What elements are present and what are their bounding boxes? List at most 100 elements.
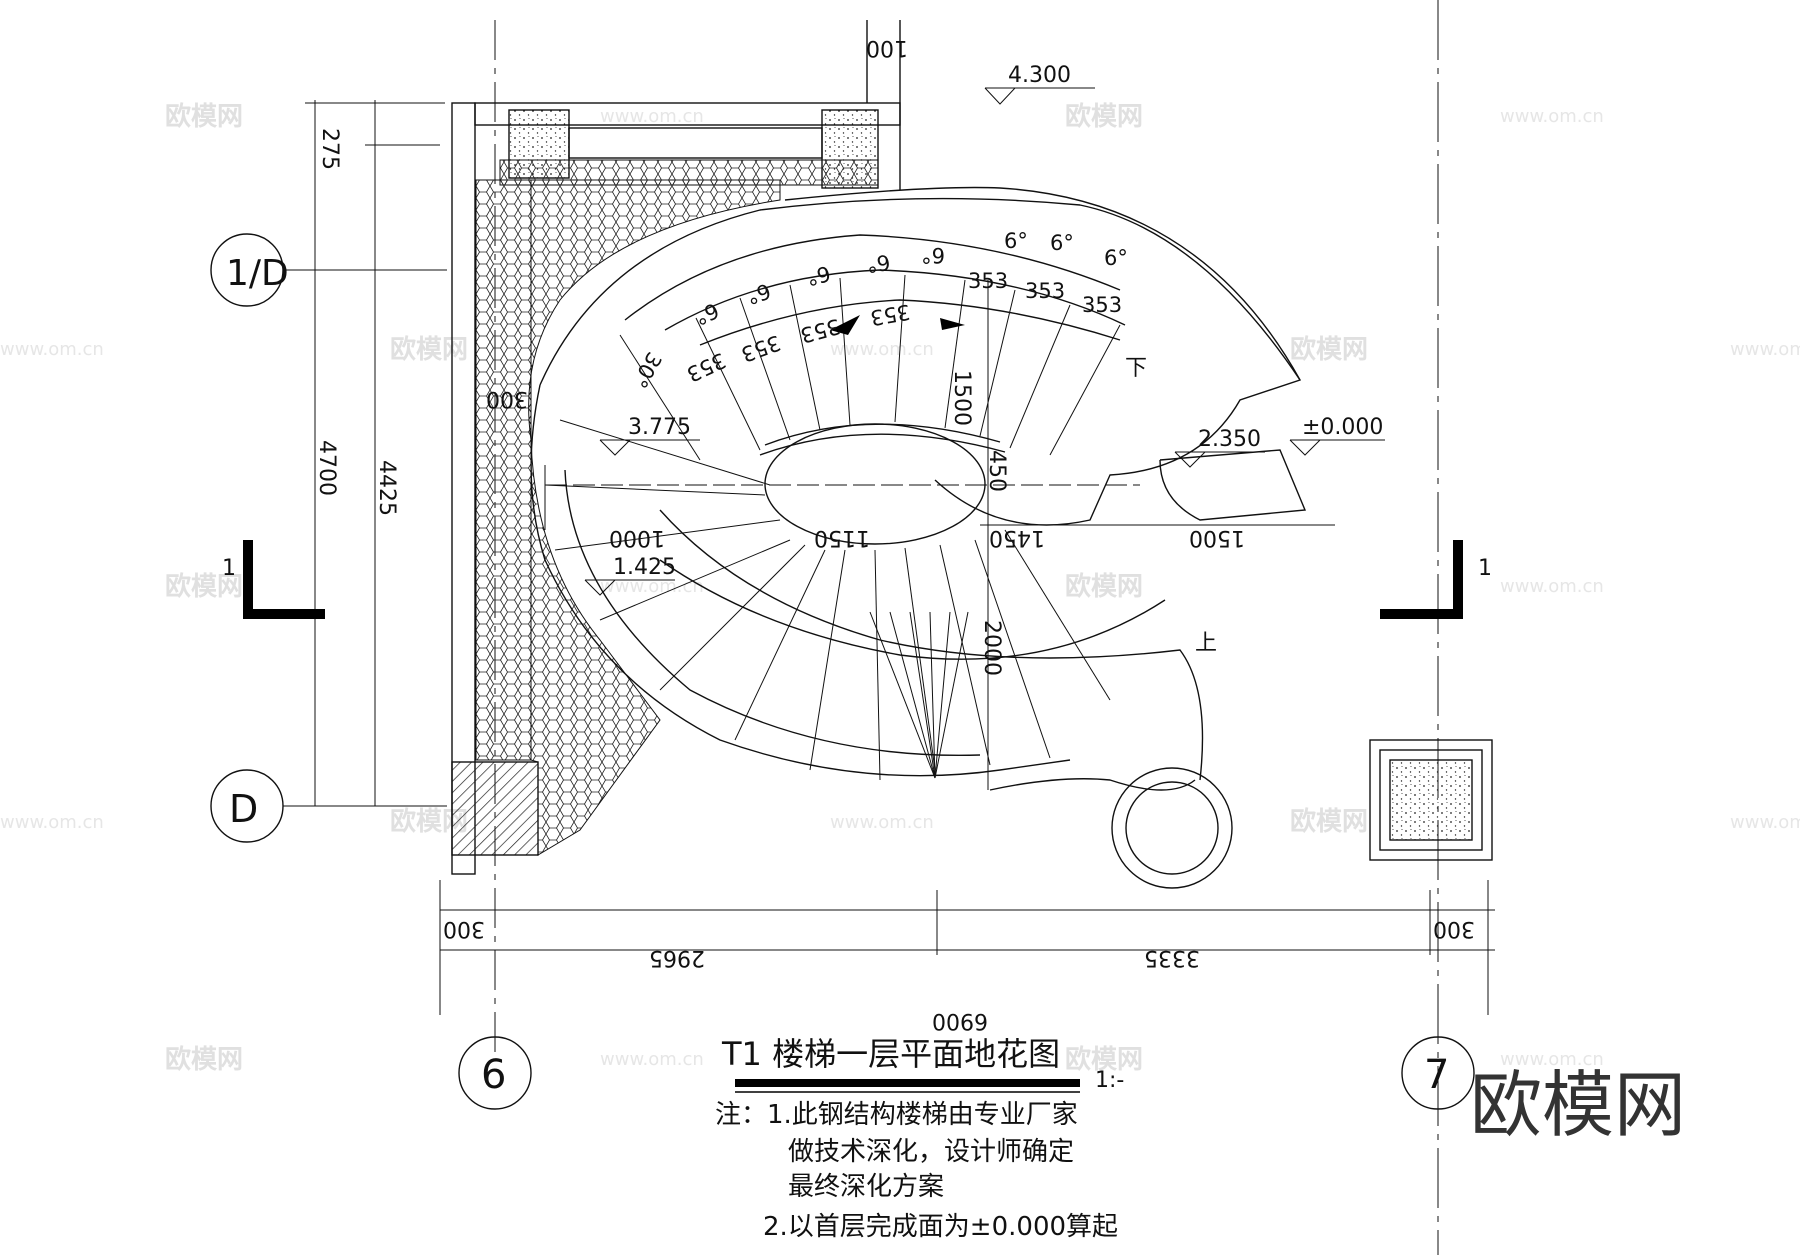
stair-treads	[544, 274, 1121, 781]
stair-lower-end	[989, 778, 1196, 791]
hatched-column	[451, 761, 539, 856]
watermark-text: 欧模网	[165, 571, 243, 602]
stair-well-ellipse	[764, 423, 986, 545]
tread-angle-label: 6°	[1004, 229, 1028, 253]
note-line-1: 注：1.此钢结构楼梯由专业厂家	[715, 1100, 1078, 1130]
dim-left-top: 275	[317, 128, 342, 170]
elevation-label: ±0.000	[1302, 415, 1383, 440]
dim-top-wall: 100	[866, 35, 908, 60]
tread-angle-label: 6°	[1050, 231, 1074, 255]
elevation-markers: 4.300 3.775 2.350 ±0.000 1.425	[584, 63, 1385, 596]
spiral-stair	[530, 186, 1307, 889]
hex-tile-floor	[475, 179, 532, 761]
dim-horizontal-1450: 1450	[989, 525, 1045, 550]
drawing-scale: 1:-	[1095, 1068, 1124, 1093]
dim-left-inner: 4425	[374, 460, 399, 516]
stair-walk-lines	[869, 611, 969, 779]
brand-logo-text: 欧模网	[1470, 1063, 1686, 1147]
grid-label-7: 7	[1424, 1052, 1449, 1098]
grid-label-1d: 1/D	[226, 253, 289, 294]
note-line-2: 做技术深化，设计师确定	[788, 1137, 1074, 1167]
section-mark-right: 1	[1478, 556, 1492, 581]
grid-bubbles: 1/D D 6 7	[210, 233, 1475, 1110]
watermark-url: www.om.cn	[0, 812, 104, 833]
dim-bottom-total: 6900	[932, 1008, 988, 1033]
dim-vertical-1500: 1500	[949, 370, 974, 426]
stair-arc-inner	[699, 299, 1121, 346]
dim-left-outer: 4700	[314, 440, 339, 496]
grid-label-d: D	[229, 787, 258, 831]
elevation-label: 3.775	[628, 415, 691, 440]
grid-bubble-7	[1401, 1036, 1475, 1110]
dimension-lines: 275 4700 4425 100 300 1500 450 2000 1000…	[305, 35, 1495, 1033]
hex-tile-floor-band	[528, 179, 781, 856]
watermark-url: www.om.cn	[1500, 1049, 1604, 1070]
tread-angle-label: 6°	[921, 243, 945, 267]
dim-bottom-left: 2965	[649, 945, 705, 970]
tread-width-label: 353	[1082, 293, 1122, 317]
elevation-label: 1.425	[613, 555, 676, 580]
watermark-url: www.om.cn	[600, 1049, 704, 1070]
watermark-text: 欧模网	[165, 101, 243, 132]
stair-column-inner	[1125, 781, 1219, 875]
watermark-url: www.om.cn	[1500, 576, 1604, 597]
stair-direction-down: 下	[1125, 356, 1147, 381]
watermark-text: 欧模网	[1065, 571, 1143, 602]
tread-angle-label: 6°	[1104, 246, 1128, 270]
elevation-mark-top: 4.300	[984, 63, 1095, 105]
section-mark-left: 1	[222, 556, 236, 581]
left-wall	[451, 102, 476, 875]
watermark-url: www.om.cn	[600, 106, 704, 127]
stair-outer-shell	[539, 197, 1301, 386]
stair-left-outer	[530, 384, 1071, 777]
watermark-url: www.om.cn	[830, 339, 934, 360]
dim-horizontal-1000: 1000	[609, 525, 665, 550]
watermark-text: 欧模网	[1290, 334, 1368, 365]
section-marks: 1 1	[222, 540, 1492, 619]
right-column-core	[1389, 759, 1473, 841]
stair-column-outer	[1111, 767, 1233, 889]
drawing-title: T1 楼梯一层平面地花图	[721, 1035, 1060, 1073]
tread-width-label: 353	[1025, 279, 1065, 303]
elevation-label: 4.300	[1008, 63, 1071, 88]
direction-arrow-right	[940, 318, 965, 330]
stair-well-rail	[764, 423, 1001, 446]
stair-lower-arc	[659, 509, 1204, 781]
right-column-mid	[1379, 749, 1483, 851]
watermark-url: www.om.cn	[1730, 812, 1800, 833]
tread-width-label: 353	[683, 348, 729, 387]
beam-top-hex	[499, 159, 879, 186]
tread-angle-label: 6°	[864, 249, 892, 277]
dim-horizontal-1500: 1500	[1189, 525, 1245, 550]
watermark-url: www.om.cn	[1730, 339, 1800, 360]
stair-well-rail-2	[759, 433, 1006, 456]
watermark-text: 欧模网	[1065, 1044, 1143, 1075]
watermark-text: 欧模网	[165, 1044, 243, 1075]
tread-angle-label: 6°	[691, 298, 723, 330]
tread-angle-label: 6°	[804, 261, 833, 290]
grid-bubble-6	[458, 1036, 532, 1110]
dim-bottom-edge-right: 300	[1433, 916, 1475, 941]
title-block: T1 楼梯一层平面地花图 1:- 注：1.此钢结构楼梯由专业厂家 做技术深化，设…	[715, 1035, 1124, 1242]
elevation-mark-low-left: 1.425	[584, 555, 676, 596]
watermark-layer: 欧模网 www.om.cn 欧模网 www.om.cn www.om.cn 欧模…	[0, 101, 1800, 1075]
watermark-url: www.om.cn	[830, 812, 934, 833]
dim-bottom-edge-left: 300	[443, 916, 485, 941]
elevation-mark-mid-left: 3.775	[599, 415, 700, 456]
note-line-4: 2.以首层完成面为±0.000算起	[763, 1212, 1118, 1242]
walls	[451, 20, 1493, 875]
dim-horizontal-1150: 1150	[814, 525, 870, 550]
direction-arrow-left	[830, 315, 860, 335]
stair-arc-mid	[664, 269, 1126, 331]
elevation-mark-mid-right: 2.350	[1174, 427, 1265, 468]
right-column-outer	[1369, 739, 1493, 861]
grid-bubble-d	[210, 769, 284, 843]
dim-bottom-right: 3335	[1144, 945, 1200, 970]
watermark-text: 欧模网	[390, 334, 468, 365]
watermark-text: 欧模网	[1065, 101, 1143, 132]
tread-width-label: 353	[738, 330, 784, 366]
watermark-url: www.om.cn	[0, 339, 104, 360]
beam-top	[568, 127, 823, 159]
tread-width-label: 353	[868, 299, 912, 330]
